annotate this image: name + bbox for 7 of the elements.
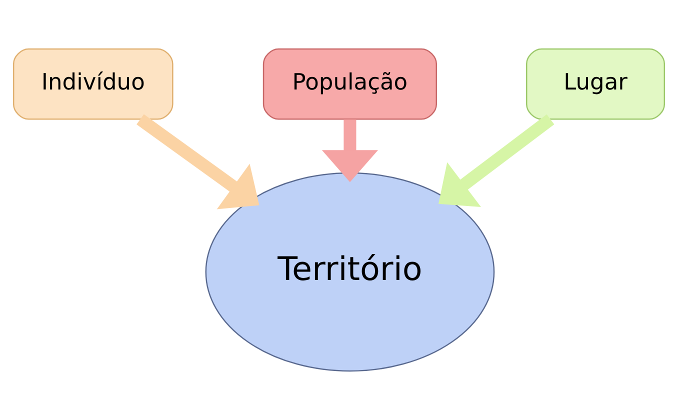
- node-box: População: [262, 48, 438, 120]
- node-ellipse: Território: [205, 172, 495, 372]
- arrow: [136, 114, 260, 209]
- node-box: Indivíduo: [12, 48, 174, 120]
- arrow: [322, 118, 378, 182]
- node-box: Lugar: [526, 48, 666, 120]
- arrow: [438, 114, 554, 206]
